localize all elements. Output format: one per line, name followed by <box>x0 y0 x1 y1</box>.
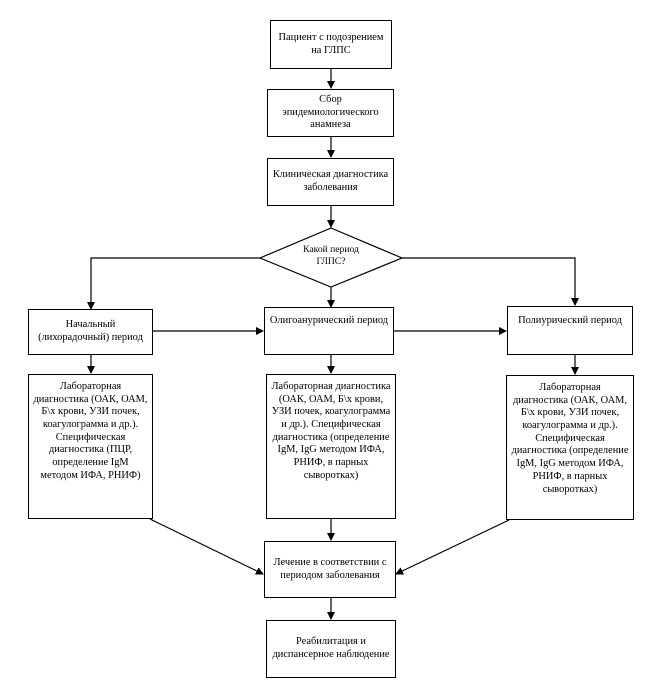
node-polyuric-period-text: Полиурический период <box>518 315 622 326</box>
arrow-question-to-polyuric <box>402 257 579 306</box>
node-lab-polyuric-text: Лабораторная диагностика (ОАК, ОАМ, Б\х … <box>511 382 629 495</box>
node-polyuric-period: Полиурический период <box>507 306 633 355</box>
node-lab-initial: Лабораторная диагностика (ОАК, ОАМ, Б\х … <box>28 374 153 519</box>
arrow-lab-polyuric-to-treatment <box>395 519 510 575</box>
node-clinical-text: Клиническая диагностика заболевания <box>272 169 389 193</box>
node-treatment-text: Лечение в соответствии с периодом заболе… <box>273 556 387 581</box>
decision-question-label: Какой период ГЛПС? <box>303 244 359 267</box>
node-lab-oliguric: Лабораторная диагностика (ОАК, ОАМ, Б\х … <box>266 374 396 519</box>
node-oliguric-period: Олигоанурический период <box>264 307 394 355</box>
node-initial-period-text: Начальный (лихорадочный) период <box>38 319 143 343</box>
arrow-question-to-initial <box>87 257 260 310</box>
node-clinical: Клиническая диагностика заболевания <box>267 158 394 206</box>
node-lab-initial-text: Лабораторная диагностика (ОАК, ОАМ, Б\х … <box>33 381 148 481</box>
node-rehab-text: Реабилитация и диспансерное наблюдение <box>272 636 390 660</box>
node-patient: Пациент с подозрением на ГЛПС <box>270 20 392 69</box>
node-lab-polyuric: Лабораторная диагностика (ОАК, ОАМ, Б\х … <box>506 375 634 520</box>
node-anamnesis-text: Сбор эпидемиологического анамнеза <box>282 93 379 131</box>
node-oliguric-period-text: Олигоанурический период <box>269 315 389 326</box>
node-initial-period: Начальный (лихорадочный) период <box>28 309 153 355</box>
node-lab-oliguric-text: Лабораторная диагностика (ОАК, ОАМ, Б\х … <box>271 381 391 481</box>
node-treatment: Лечение в соответствии с периодом заболе… <box>264 541 396 598</box>
arrow-lab-initial-to-treatment <box>149 518 264 575</box>
node-patient-text: Пациент с подозрением на ГЛПС <box>278 31 384 56</box>
node-rehab: Реабилитация и диспансерное наблюдение <box>266 620 396 678</box>
node-anamnesis: Сбор эпидемиологического анамнеза <box>267 89 394 137</box>
